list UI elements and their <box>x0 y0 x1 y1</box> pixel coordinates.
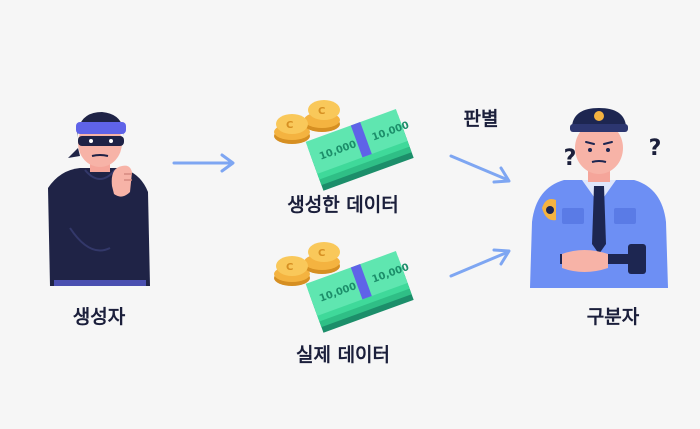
svg-text:C: C <box>286 262 293 273</box>
police-officer-icon <box>530 108 668 288</box>
question-mark-right: ? <box>648 136 662 161</box>
arrow-up-right-icon <box>449 248 511 278</box>
arrow-down-right-icon <box>449 154 511 184</box>
svg-text:C: C <box>286 120 293 131</box>
arrow-right-icon <box>172 153 235 173</box>
money-stack-icon-2: 10,000 10,000 <box>305 251 414 333</box>
thief-icon <box>48 112 150 286</box>
coin-stack-icon-2: C C <box>274 242 340 286</box>
svg-text:C: C <box>318 248 325 259</box>
money-stack-icon: 10,000 10,000 <box>305 109 414 191</box>
discriminate-label: 판별 <box>463 108 499 130</box>
generated-data-label: 생성한 데이터 <box>287 194 399 216</box>
coin-stack-icon: C C <box>274 100 340 144</box>
generator-label: 생성자 <box>72 306 126 328</box>
question-mark-left: ? <box>563 146 577 171</box>
discriminator-label: 구분자 <box>586 306 640 328</box>
real-data-label: 실제 데이터 <box>295 344 391 366</box>
svg-text:C: C <box>318 106 325 117</box>
